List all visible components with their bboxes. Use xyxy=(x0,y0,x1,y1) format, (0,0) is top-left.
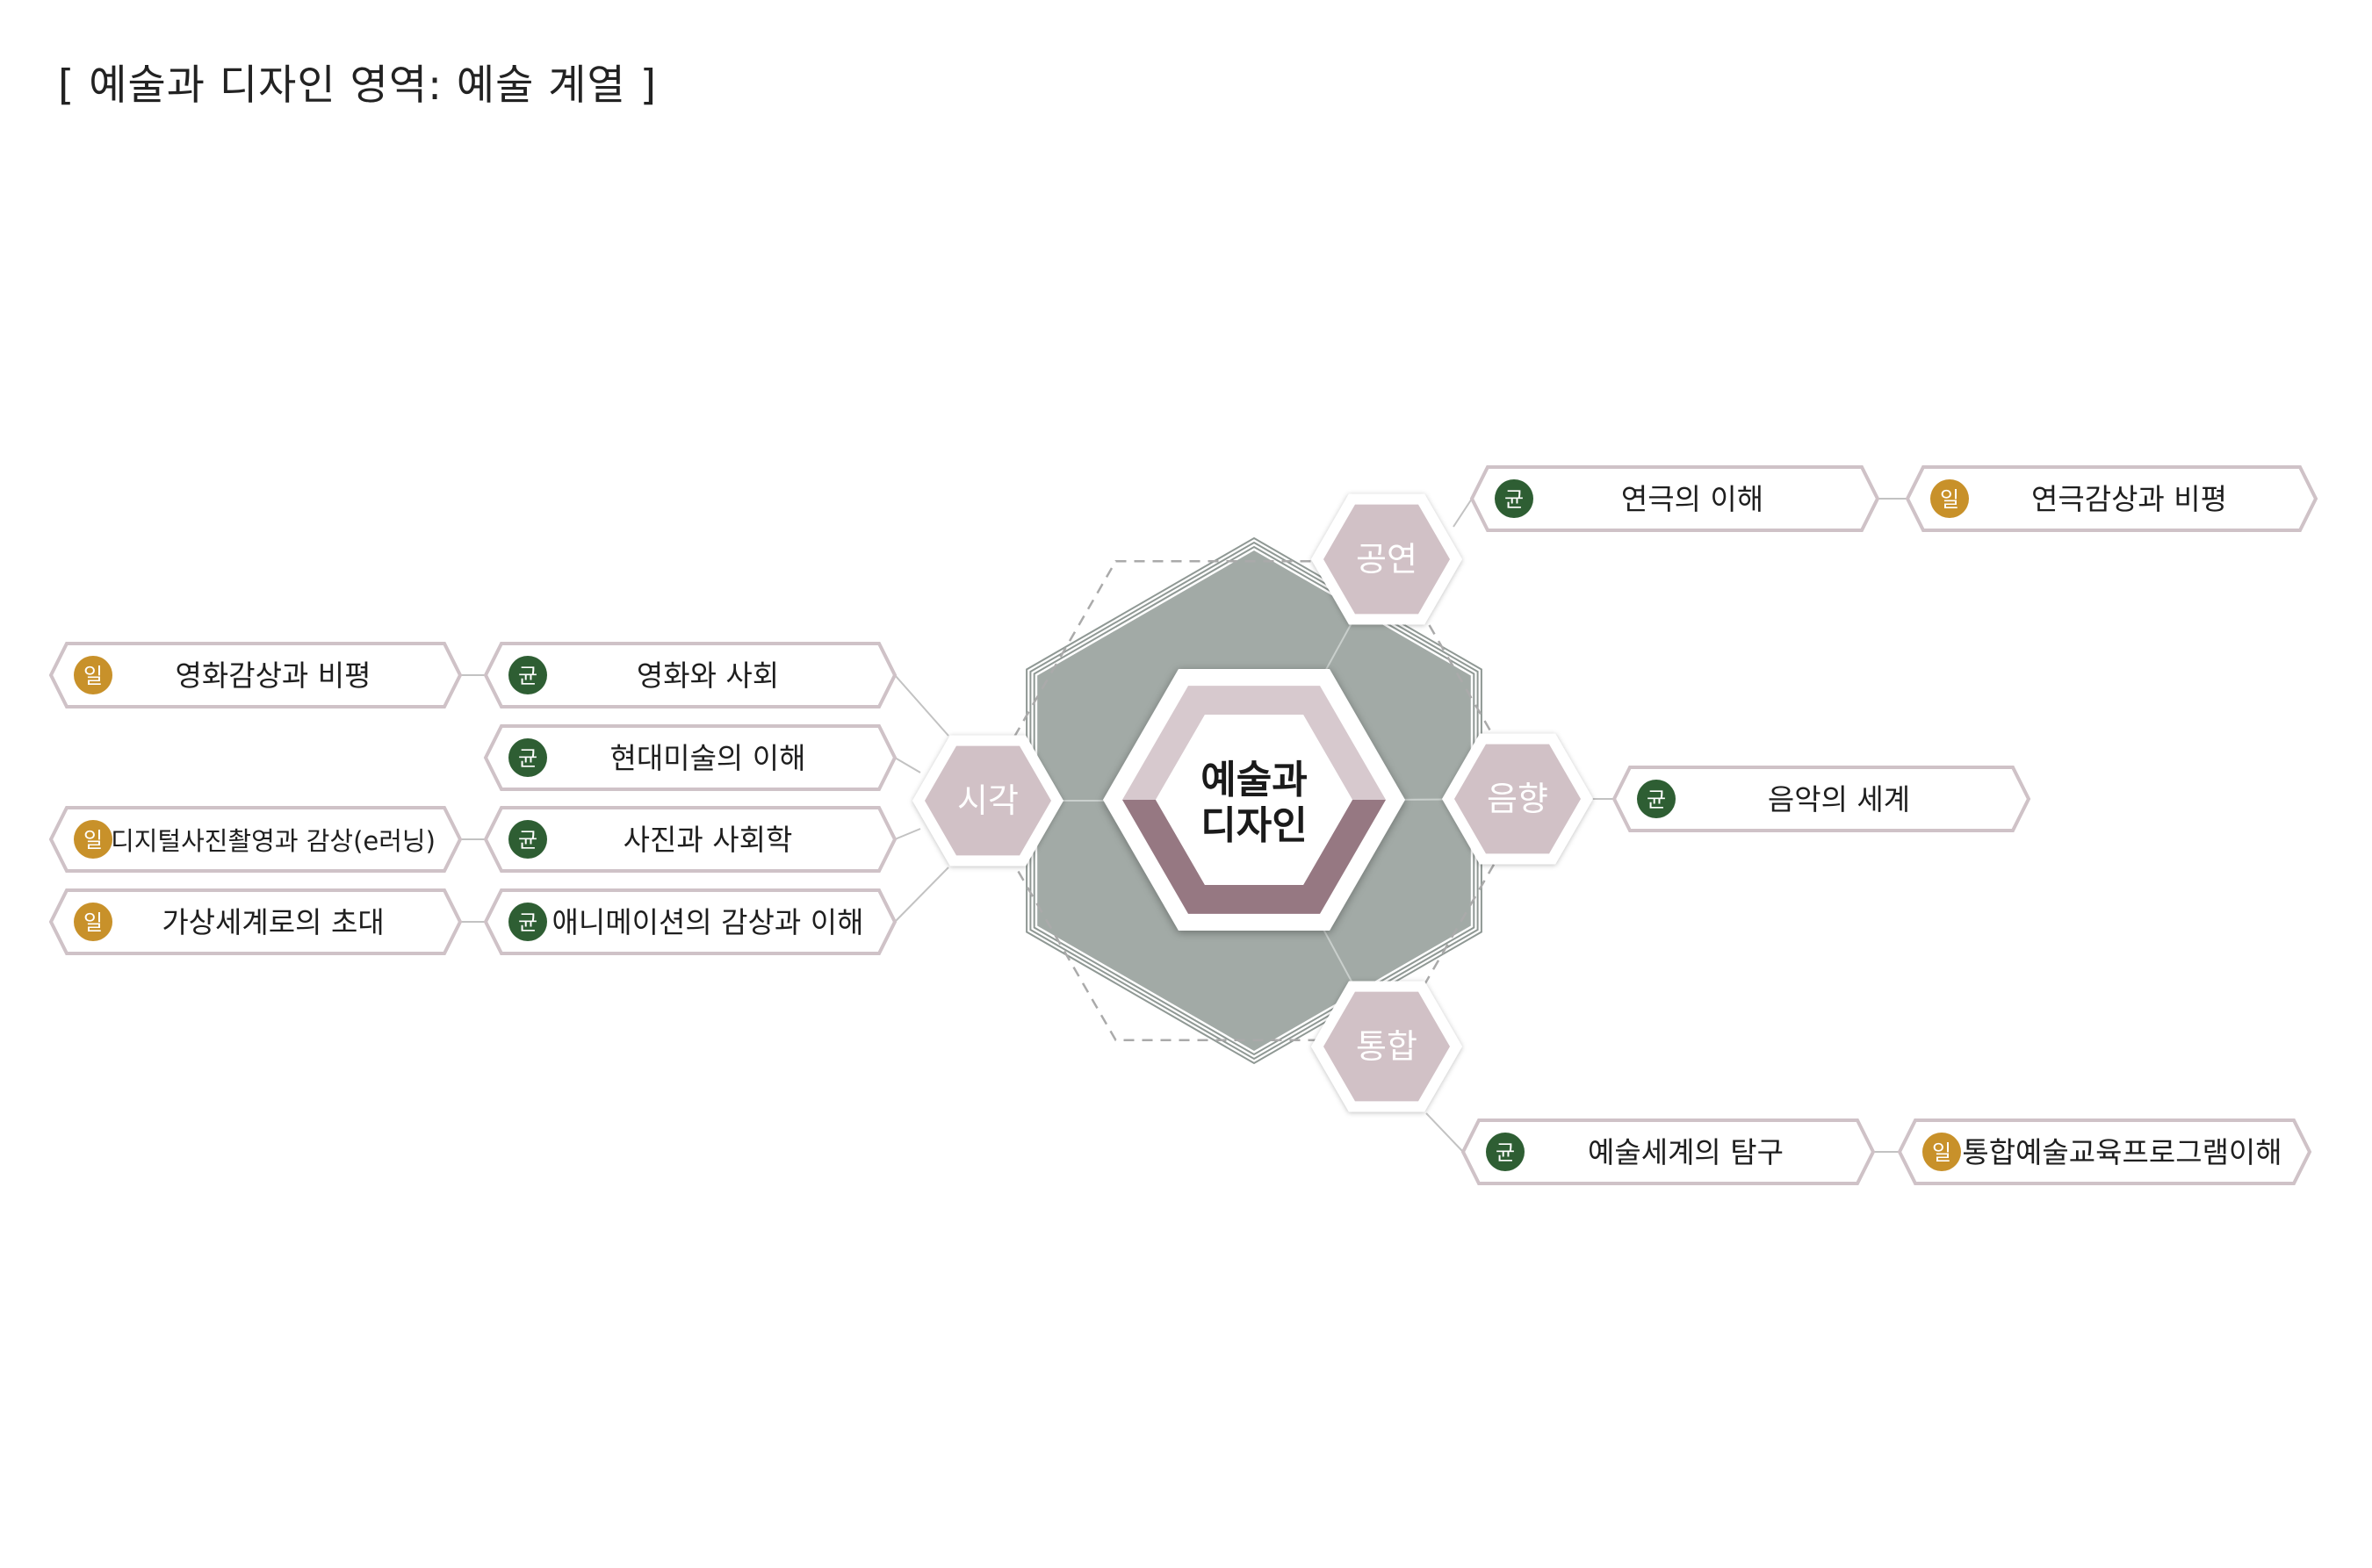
category-node-fill xyxy=(1323,504,1450,615)
course-pill[interactable]: 일 영화감상과 비평 xyxy=(48,642,463,708)
badge-label: 균 xyxy=(1647,788,1666,812)
category-node-tonghap[interactable]: 통합 xyxy=(1311,981,1462,1112)
course-pill[interactable]: 균 사진과 사회학 xyxy=(483,806,898,873)
badge-label: 균 xyxy=(1504,487,1524,512)
center-band-dark xyxy=(1122,800,1386,914)
course-pill[interactable]: 균 애니메이션의 감상과 이해 xyxy=(483,888,898,955)
badge-il-icon xyxy=(74,820,112,859)
badge-il-icon xyxy=(1922,1133,1961,1171)
center-label-line: 디자인 xyxy=(1200,803,1307,848)
course-pill[interactable]: 일 디지털사진촬영과 감상(e러닝) xyxy=(48,806,463,873)
category-node-fill xyxy=(1454,744,1581,854)
course-pill-frame xyxy=(483,642,898,708)
course-label: 영화와 사회 xyxy=(637,658,779,693)
course-label: 애니메이션의 감상과 이해 xyxy=(552,905,864,939)
category-node-sigak[interactable]: 시각 xyxy=(912,735,1063,867)
category-label: 공연 xyxy=(1356,540,1417,579)
badge-label: 균 xyxy=(518,664,537,688)
connector-line xyxy=(894,757,921,773)
course-pill[interactable]: 일 통합예술교육프로그램이해 xyxy=(1897,1118,2312,1185)
course-pill-frame xyxy=(1469,465,1880,532)
course-label: 사진과 사회학 xyxy=(624,823,793,857)
connector-line xyxy=(1453,498,1473,528)
badge-gyun-icon xyxy=(1637,780,1676,818)
course-pill[interactable]: 일 연극감상과 비평 xyxy=(1905,465,2318,532)
badge-gyun-icon xyxy=(1495,479,1533,518)
badge-il-icon xyxy=(74,656,112,694)
badge-il-icon xyxy=(1930,479,1969,518)
badge-label: 일 xyxy=(83,910,103,935)
badge-label: 균 xyxy=(518,910,537,935)
badge-gyun-icon xyxy=(508,903,547,941)
category-label: 음향 xyxy=(1487,780,1548,818)
course-label: 통합예술교육프로그램이해 xyxy=(1962,1135,2282,1169)
badge-label: 일 xyxy=(1932,1140,1951,1165)
course-pill[interactable]: 균 영화와 사회 xyxy=(483,642,898,708)
course-pill[interactable]: 균 현대미술의 이해 xyxy=(483,724,898,791)
badge-label: 일 xyxy=(83,828,103,852)
badge-label: 균 xyxy=(518,746,537,771)
badge-il-icon xyxy=(74,903,112,941)
course-pill[interactable]: 균 예술세계의 탐구 xyxy=(1460,1118,1876,1185)
course-pill-frame xyxy=(483,888,898,955)
course-pill-frame xyxy=(1611,766,2031,832)
course-pill-frame xyxy=(483,724,898,791)
course-label: 연극의 이해 xyxy=(1621,482,1763,516)
category-node-eumhyang[interactable]: 음향 xyxy=(1442,733,1593,865)
category-label: 통합 xyxy=(1356,1027,1417,1066)
course-label: 디지털사진촬영과 감상(e러닝) xyxy=(111,826,436,856)
outer-hex-ring xyxy=(1033,545,1475,1056)
connector-lines xyxy=(460,498,1907,1153)
course-label: 음악의 세계 xyxy=(1768,782,1910,816)
center-band-light xyxy=(1122,686,1386,800)
course-pill-frame xyxy=(1897,1118,2312,1185)
category-node-gongyeon[interactable]: 공연 xyxy=(1311,493,1462,625)
badge-label: 일 xyxy=(83,664,103,688)
course-pill[interactable]: 균 연극의 이해 xyxy=(1469,465,1880,532)
course-pill[interactable]: 균 음악의 세계 xyxy=(1611,766,2031,832)
center-label-line: 예술과 xyxy=(1200,758,1307,802)
connector-line xyxy=(894,867,949,923)
connector-line xyxy=(1425,1112,1464,1153)
course-pill-frame xyxy=(48,888,463,955)
badge-gyun-icon xyxy=(508,820,547,859)
course-pill-frame xyxy=(1460,1118,1876,1185)
course-label: 영화감상과 비평 xyxy=(175,658,371,693)
course-pill-frame xyxy=(48,806,463,873)
course-pill[interactable]: 일 가상세계로의 초대 xyxy=(48,888,463,955)
course-label: 예술세계의 탐구 xyxy=(1588,1135,1784,1169)
course-label: 연극감상과 비평 xyxy=(2031,482,2227,516)
course-pill-frame xyxy=(48,642,463,708)
connector-line xyxy=(894,828,921,840)
course-pill-frame xyxy=(483,806,898,873)
badge-gyun-icon xyxy=(508,656,547,694)
badge-label: 균 xyxy=(1496,1140,1515,1165)
outer-hex-ring xyxy=(1026,536,1482,1065)
center-hex-inner xyxy=(1156,715,1352,885)
badge-label: 균 xyxy=(518,828,537,852)
course-pill-frame xyxy=(1905,465,2318,532)
category-node-fill xyxy=(1323,991,1450,1102)
badge-gyun-icon xyxy=(508,738,547,777)
course-label: 현대미술의 이해 xyxy=(609,741,805,775)
category-node-fill xyxy=(925,745,1051,856)
outer-hex-ring xyxy=(1029,541,1479,1061)
course-label: 가상세계로의 초대 xyxy=(162,905,384,939)
badge-label: 일 xyxy=(1940,487,1959,512)
category-label: 시각 xyxy=(957,781,1019,820)
page-title: [ 예술과 디자인 영역: 예술 계열 ] xyxy=(58,61,658,110)
connector-line xyxy=(894,674,949,737)
badge-gyun-icon xyxy=(1486,1133,1525,1171)
